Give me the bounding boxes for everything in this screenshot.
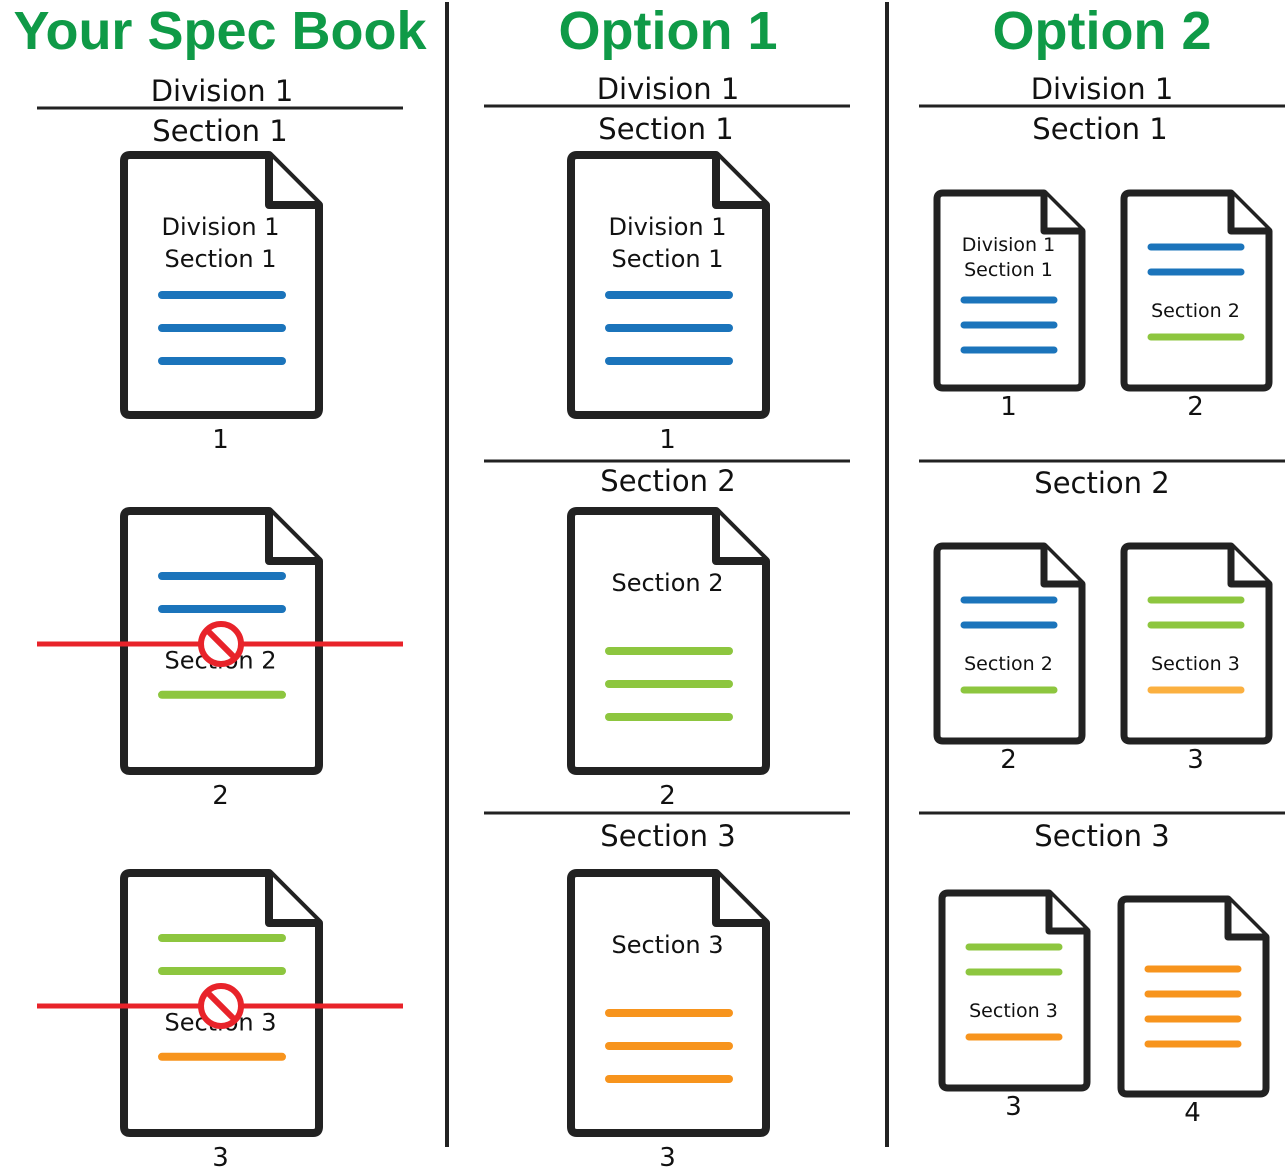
division-label: Division 1 [1031, 72, 1174, 106]
section-label: Section 3 [1034, 819, 1169, 853]
page-icon: Section 3 3 [938, 889, 1091, 1122]
page-icon: Section 3 3 [1120, 542, 1273, 775]
section-label: Section 1 [152, 114, 287, 148]
page-icon: Section 2 2 [567, 507, 770, 811]
page-number: 3 [1005, 1092, 1022, 1122]
page-icon: Division 1 Section 1 1 [567, 151, 770, 455]
page-text: Section 3 [969, 1000, 1058, 1022]
prohibited-slash [205, 990, 237, 1022]
page-outline [567, 869, 770, 1137]
division-label: Division 1 [151, 74, 294, 108]
page-number: 2 [1187, 392, 1204, 422]
section-label: Section 2 [1034, 466, 1169, 500]
page-icon: Section 2 2 [1120, 189, 1273, 422]
page-text: Section 2 [611, 569, 723, 597]
page-text: Section 1 [164, 245, 276, 273]
section-label: Section 3 [600, 819, 735, 853]
page-fold [1224, 899, 1266, 941]
page-number: 1 [1000, 392, 1017, 422]
page-icon: Section 22 [37, 507, 403, 811]
column-heading: Option 2 [993, 1, 1212, 61]
page-text: Section 1 [611, 245, 723, 273]
page-icon: Section 2 2 [933, 542, 1086, 775]
page-fold [1040, 546, 1082, 588]
page-fold [265, 873, 319, 927]
page-text: Section 3 [1151, 653, 1240, 675]
page-number: 1 [659, 425, 676, 455]
page-icon: 4 [1117, 895, 1270, 1128]
page-text: Division 1 [609, 213, 727, 241]
page-icon: Division 1 Section 1 1 [120, 151, 323, 455]
page-number: 2 [1000, 745, 1017, 775]
page-outline [933, 189, 1086, 392]
page-fold [712, 511, 766, 565]
page-text: Section 2 [964, 653, 1053, 675]
column-heading: Your Spec Book [13, 1, 427, 61]
page-number: 3 [1187, 745, 1204, 775]
column-heading: Option 1 [559, 1, 778, 61]
page-outline [567, 507, 770, 775]
section-label: Section 1 [598, 112, 733, 146]
page-fold [1045, 893, 1087, 935]
page-outline [120, 151, 323, 419]
page-text: Section 1 [964, 259, 1053, 281]
page-number: 3 [212, 1143, 229, 1171]
page-fold [712, 873, 766, 927]
page-fold [1227, 546, 1269, 588]
page-fold [712, 155, 766, 209]
page-text: Division 1 [162, 213, 280, 241]
page-text: Section 2 [1151, 300, 1240, 322]
page-fold [1227, 193, 1269, 235]
page-icon: Section 33 [37, 869, 403, 1171]
division-label: Division 1 [597, 72, 740, 106]
section-label: Section 2 [600, 464, 735, 498]
page-icon: Division 1 Section 1 1 [933, 189, 1086, 422]
page-text: Section 3 [611, 931, 723, 959]
page-text: Division 1 [962, 234, 1055, 256]
page-fold [265, 511, 319, 565]
page-number: 2 [659, 781, 676, 811]
page-number: 2 [212, 781, 229, 811]
page-fold [1040, 193, 1082, 235]
page-number: 4 [1184, 1098, 1201, 1128]
section-label: Section 1 [1032, 112, 1167, 146]
page-icon: Section 3 3 [567, 869, 770, 1171]
prohibited-slash [205, 628, 237, 660]
page-outline [567, 151, 770, 419]
page-number: 1 [212, 425, 229, 455]
page-number: 3 [659, 1143, 676, 1171]
page-fold [265, 155, 319, 209]
